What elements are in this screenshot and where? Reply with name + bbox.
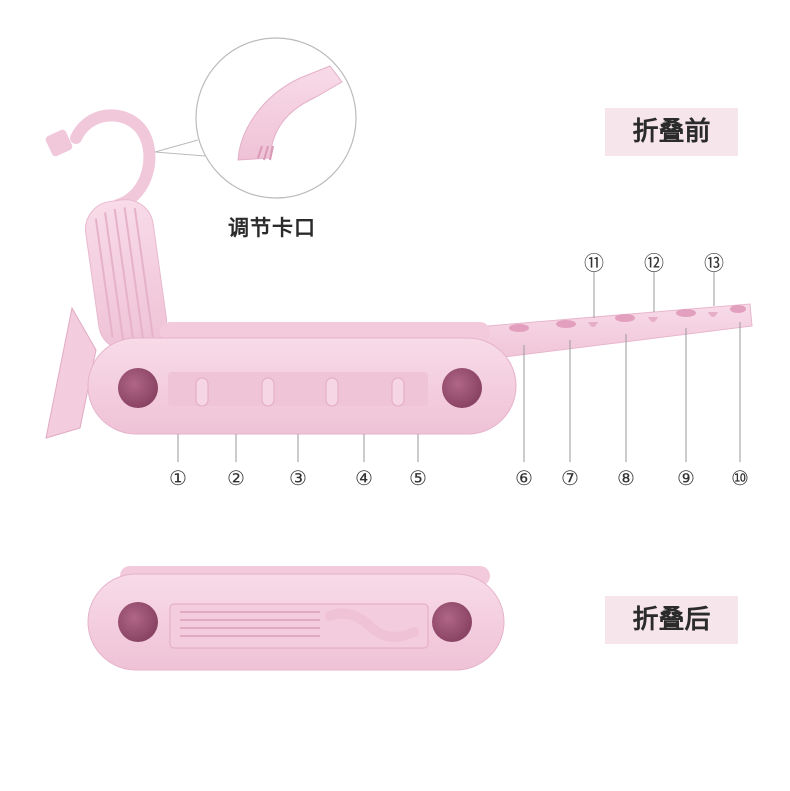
marker-11: ⑪	[584, 251, 604, 275]
leader-lines	[177, 272, 741, 462]
marker-2: ②	[227, 466, 245, 490]
marker-3: ③	[289, 466, 307, 490]
hanger-hook	[45, 109, 156, 211]
side-flap	[45, 306, 97, 439]
marker-7: ⑦	[561, 466, 579, 490]
adjust-clip-label: 调节卡口	[228, 216, 316, 240]
marker-5: ⑤	[409, 466, 427, 490]
marker-13: ⑬	[704, 251, 724, 275]
marker-4: ④	[355, 466, 373, 490]
after-fold-label: 折叠后	[605, 596, 738, 644]
hanger-handle	[85, 199, 167, 351]
marker-9: ⑨	[677, 466, 695, 490]
zoom-detail-circle	[154, 37, 357, 199]
hanger-body-folded	[87, 566, 505, 671]
hanger-body-unfolded	[87, 322, 517, 435]
before-fold-label: 折叠前	[605, 108, 738, 156]
marker-1: ①	[169, 466, 187, 490]
marker-10: ⑩	[731, 466, 749, 490]
marker-12: ⑫	[644, 251, 664, 275]
marker-8: ⑧	[617, 466, 635, 490]
marker-6: ⑥	[515, 466, 533, 490]
